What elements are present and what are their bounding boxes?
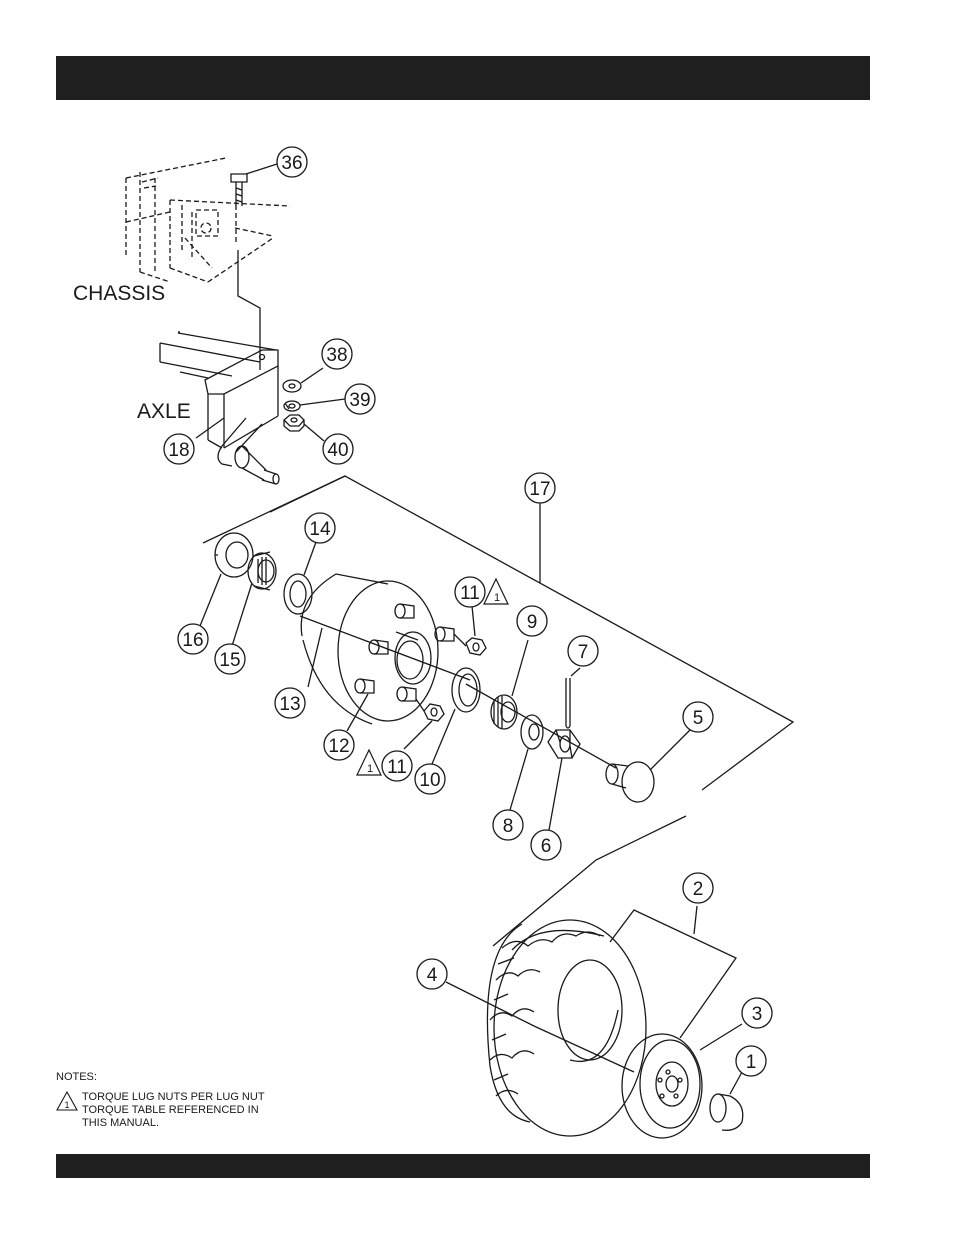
callout-number: 40	[327, 440, 348, 461]
triangle-marker-lower: 1	[367, 763, 373, 775]
torque-warning-triangle-upper: 1	[484, 579, 508, 604]
callout-number: 38	[326, 345, 347, 366]
bearing-race-14	[284, 574, 312, 614]
chassis-outline	[126, 158, 290, 282]
chassis-label: CHASSIS	[73, 282, 165, 305]
lug-nut-11-upper	[466, 638, 486, 655]
callout-number: 1	[746, 1052, 757, 1073]
tire-4	[487, 920, 646, 1136]
callout-number: 14	[309, 519, 331, 540]
lock-washer-39	[284, 401, 300, 411]
callout-number: 2	[693, 879, 704, 900]
callout-number: 4	[427, 965, 438, 986]
lug-nut-11-lower	[424, 704, 444, 721]
bolt-part	[231, 174, 247, 206]
wheel-assembly-bracket	[610, 910, 736, 1038]
note-text: TORQUE LUG NUTS PER LUG NUT TORQUE TABLE…	[82, 1091, 265, 1130]
callout-number: 5	[693, 708, 704, 729]
cotter-pin-7	[566, 678, 570, 728]
callout-number: 36	[281, 153, 302, 174]
triangle-marker-upper: 1	[494, 592, 500, 604]
callout-number: 12	[328, 736, 349, 757]
callout-number: 17	[529, 479, 550, 500]
callout-number: 9	[527, 612, 538, 633]
callout-number: 11	[460, 583, 480, 604]
callout-number: 3	[752, 1004, 763, 1025]
callout-number: 10	[419, 770, 440, 791]
callout-number: 11	[387, 757, 407, 778]
washer-38	[283, 380, 301, 392]
note-item: 1 TORQUE LUG NUTS PER LUG NUT TORQUE TAB…	[56, 1091, 265, 1130]
callout-number: 6	[541, 836, 552, 857]
note-line-2: TORQUE TABLE REFERENCED IN	[82, 1104, 265, 1117]
notes-block: NOTES: 1 TORQUE LUG NUTS PER LUG NUT TOR…	[56, 1071, 265, 1130]
note-marker: 1	[64, 1100, 69, 1110]
note-line-3: THIS MANUAL.	[82, 1117, 265, 1130]
callout-number: 18	[168, 440, 189, 461]
hub-cap-1	[710, 1094, 743, 1130]
callout-number: 39	[349, 390, 370, 411]
callout-number: 8	[503, 816, 514, 837]
axle-label: AXLE	[137, 400, 191, 423]
nut-40	[284, 415, 304, 431]
grease-seal-16	[215, 533, 253, 577]
castle-nut-6	[548, 730, 580, 758]
callout-number: 16	[182, 630, 203, 651]
wheel-studs-12	[355, 604, 454, 701]
notes-heading: NOTES:	[56, 1071, 265, 1084]
note-line-1: TORQUE LUG NUTS PER LUG NUT	[82, 1091, 265, 1104]
torque-warning-triangle-lower: 1	[357, 750, 381, 775]
warning-triangle-icon: 1	[56, 1091, 78, 1111]
spindle-washer-8	[521, 715, 543, 749]
dust-cap-5	[606, 762, 654, 802]
callout-number: 15	[219, 650, 240, 671]
callout-number: 7	[578, 642, 589, 663]
callout-number: 13	[279, 694, 300, 715]
